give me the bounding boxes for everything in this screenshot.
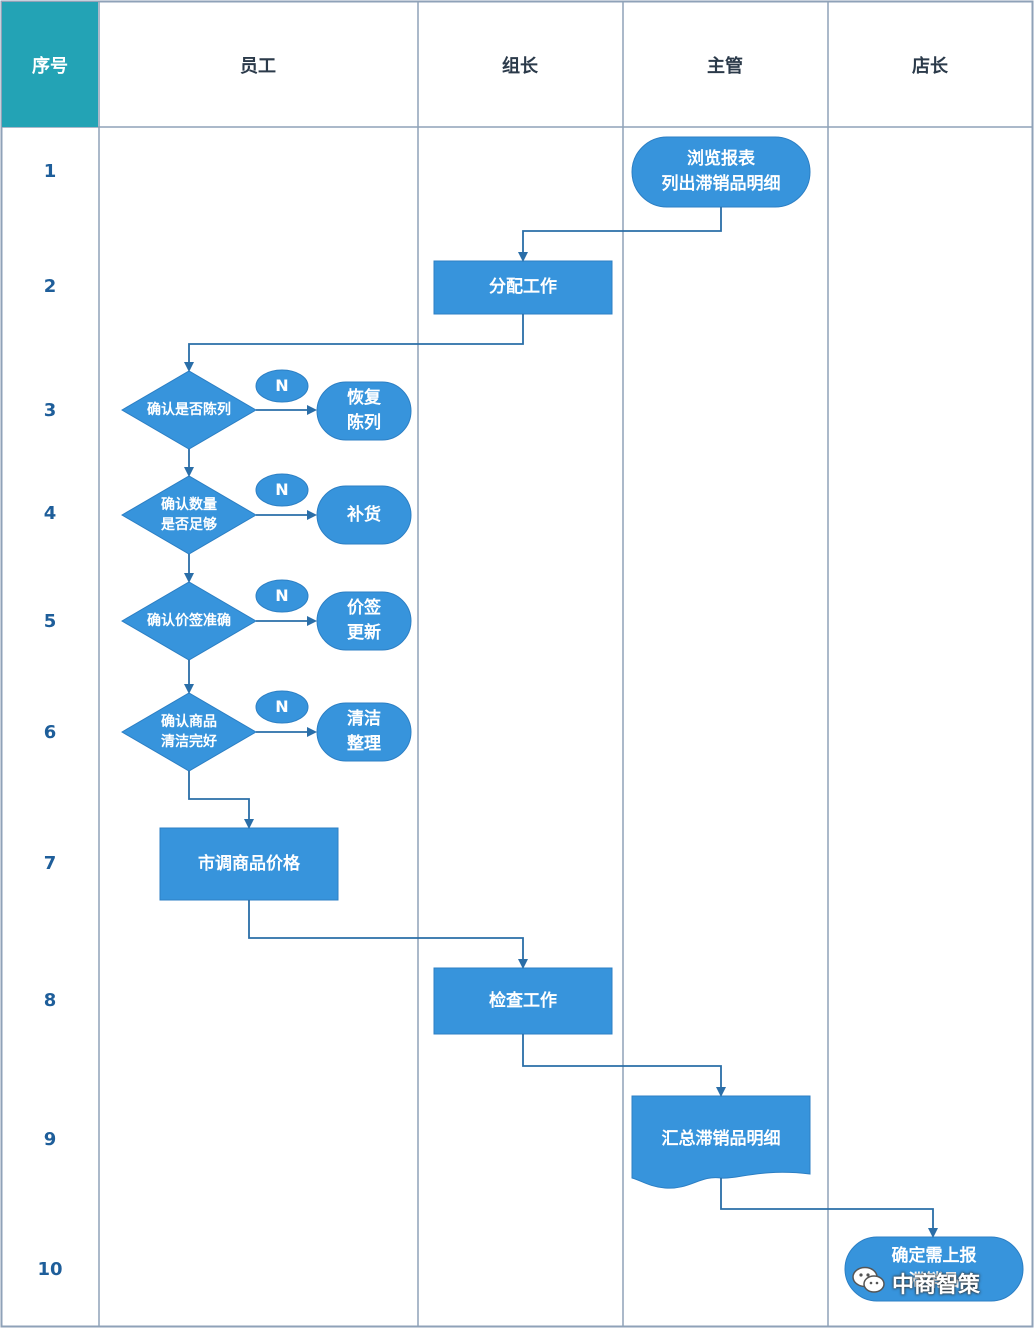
no-badge-display: N <box>275 376 289 396</box>
connector-market-to-inspect <box>248 900 528 969</box>
header-index: 序号 <box>2 2 98 127</box>
node-browse-report: 浏览报表 列出滞销品明细 <box>661 149 781 194</box>
no-badge-price-tag: N <box>275 586 289 606</box>
shape-no-badge-price-tag <box>255 579 309 613</box>
node-restock: 补货 <box>347 504 381 525</box>
decision-check-price-tag: 确认价签准确 <box>147 612 231 629</box>
node-update-price-tag: 价签 更新 <box>347 598 381 643</box>
node-summary-document: 汇总滞销品明细 <box>661 1128 781 1149</box>
watermark: 中商智策 <box>852 1266 980 1300</box>
row-number-9: 9 <box>43 1129 57 1150</box>
row-number-1: 1 <box>43 161 57 182</box>
shape-no-badge-clean <box>255 690 309 724</box>
header-supervisor: 主管 <box>707 55 743 77</box>
wechat-icon <box>852 1266 886 1300</box>
shape-no-badge-display <box>255 369 309 403</box>
node-assign-work: 分配工作 <box>489 277 557 298</box>
row-number-2: 2 <box>43 276 57 297</box>
shape-summary-document <box>631 1095 811 1189</box>
decision-check-display: 确认是否陈列 <box>147 401 231 418</box>
connector-inspect-to-summary <box>522 1034 726 1097</box>
row-number-7: 7 <box>43 853 57 874</box>
no-badge-quantity: N <box>275 480 289 500</box>
header-employee: 员工 <box>240 55 276 77</box>
row-number-6: 6 <box>43 722 57 743</box>
row-number-8: 8 <box>43 990 57 1011</box>
row-number-5: 5 <box>43 611 57 632</box>
node-inspect-work: 检查工作 <box>489 990 557 1011</box>
connector-clean-to-market <box>188 771 254 829</box>
node-restore-display: 恢复 陈列 <box>347 388 381 433</box>
node-market-survey: 市调商品价格 <box>198 853 300 874</box>
shape-restore-display <box>316 381 412 441</box>
shape-update-price-tag <box>316 591 412 651</box>
shape-restock <box>316 485 412 545</box>
connector-browse-to-assign <box>518 207 722 262</box>
decision-check-clean: 确认商品 清洁完好 <box>161 713 217 750</box>
connector-assign-to-display <box>184 314 524 372</box>
shape-no-badge-quantity <box>255 473 309 507</box>
header-team-leader: 组长 <box>502 55 538 77</box>
no-badge-clean: N <box>275 697 289 717</box>
row-number-10: 10 <box>37 1259 63 1280</box>
row-number-3: 3 <box>43 400 57 421</box>
watermark-text: 中商智策 <box>892 1273 981 1298</box>
node-confirm-report: 确定需上报 滞销品 <box>891 1246 977 1291</box>
header-store-manager: 店长 <box>912 55 948 77</box>
shape-inspect-work <box>433 967 613 1035</box>
decision-check-quantity: 确认数量 是否足够 <box>161 496 217 533</box>
shape-clean-organize <box>316 702 412 762</box>
row-number-4: 4 <box>43 503 57 524</box>
node-clean-organize: 清洁 整理 <box>347 709 381 754</box>
shape-assign-work <box>433 260 613 315</box>
shape-market-survey <box>159 827 339 901</box>
connector-summary-to-report <box>720 1178 938 1238</box>
